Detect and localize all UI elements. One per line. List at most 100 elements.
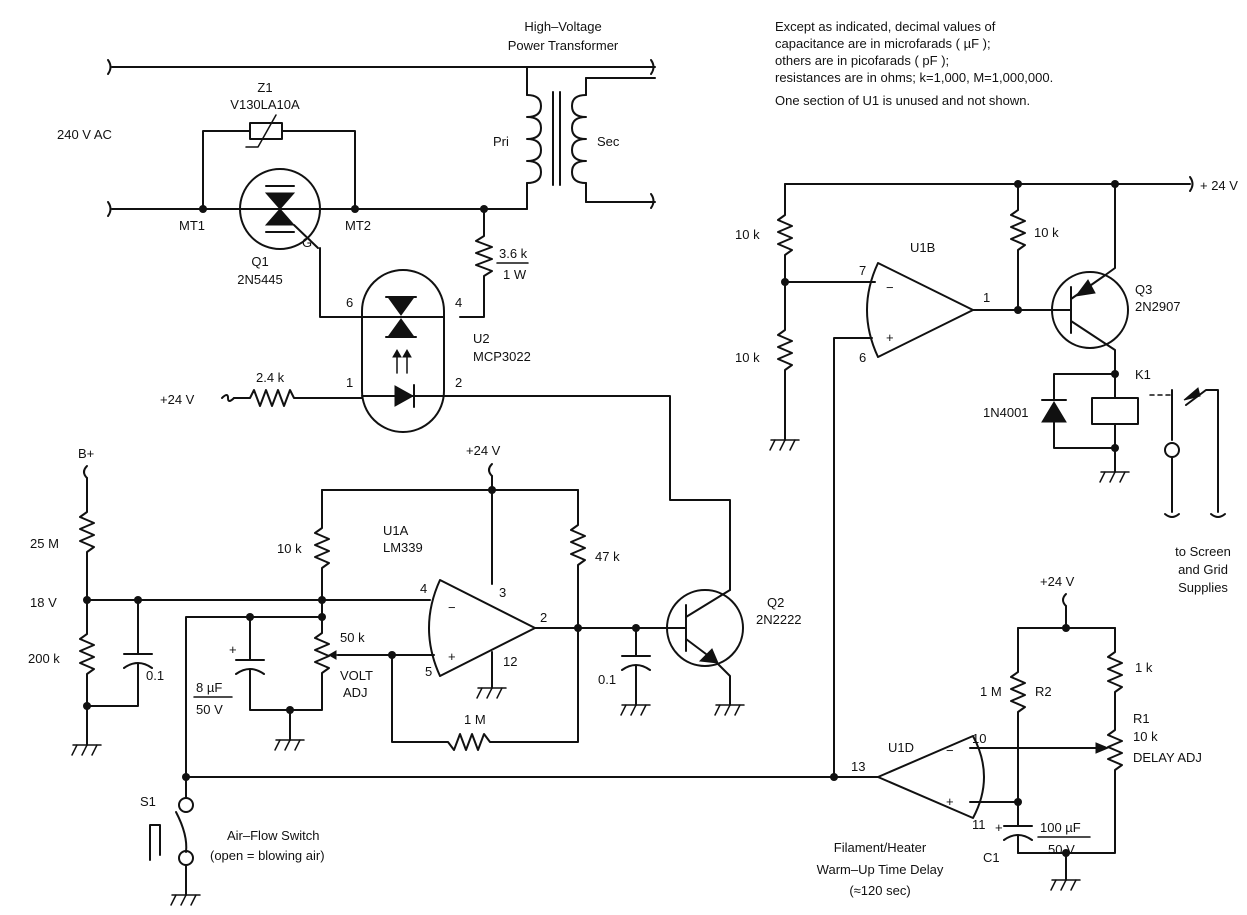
primary-winding [526,94,542,184]
c1-voltage: 50 V [1048,842,1075,857]
u1d-pin11: 11 [972,817,986,832]
resistor-10k-ref [314,489,330,601]
r10k-ref-label: 10 k [277,541,302,556]
c1-name: C1 [983,850,1000,865]
u1b-minus: − [886,280,894,295]
ground-icon [274,739,305,751]
resistor-r2-1m [1010,627,1026,803]
r-gate-power: 1 W [503,267,527,282]
r1-value: 10 k [1133,729,1158,744]
k1-label: K1 [1135,367,1151,382]
wire-break-mark [107,59,112,75]
s1-label-1: Air–Flow Switch [227,828,319,843]
r1k-label: 1 k [1135,660,1153,675]
u1b-section: + 24 V 10 k 10 k − + 7 6 1 U1B 10 k Q3 2… [735,176,1238,778]
triac-arrow [264,192,296,210]
resistor-3-6k [459,208,493,318]
u1a-pin4: 4 [420,581,427,596]
mt1-label: MT1 [179,218,205,233]
delay-note-1: Filament/Heater [834,840,927,855]
u2-pin2: 2 [455,375,462,390]
wire-break-mark [650,193,655,209]
r1-label: DELAY ADJ [1133,750,1202,765]
ground-icon [769,439,800,451]
u1b-pin1: 1 [983,290,990,305]
r200k-label: 200 k [28,651,60,666]
u1d-name: U1D [888,740,914,755]
q1-part: 2N5445 [237,272,283,287]
u1d-plus: + [946,794,954,809]
varistor-z1 [249,122,283,140]
sec-label: Sec [597,134,620,149]
switch-section: S1 Air–Flow Switch (open = blowing air) [140,616,879,906]
pot-label-1: VOLT [340,668,373,683]
c1-plus: + [995,820,1003,835]
plus-mark: + [229,642,237,657]
u2-name: U2 [473,331,490,346]
r1-name: R1 [1133,711,1150,726]
note-line-4: resistances are in ohms; k=1,000, M=1,00… [775,70,1054,85]
u1b-rpull-label: 10 k [1034,225,1059,240]
mt2-label: MT2 [345,218,371,233]
note-line-5: One section of U1 is unused and not show… [775,93,1031,108]
u2-part: MCP3022 [473,349,531,364]
r-led-value: 2.4 k [256,370,285,385]
pot-r1-10k [1017,711,1123,854]
u2-body [361,269,445,433]
u1d-section: +24 V 1 M R2 1 k R1 10 k DELAY ADJ − + U… [817,574,1202,898]
cap-out-label: 0.1 [598,672,616,687]
wire-break-mark [650,59,655,75]
diode-1n4001 [1041,401,1067,423]
resistor-10k-pullup [1010,183,1026,311]
u1a-pin2: 2 [540,610,547,625]
optocoupler-u2: 6 4 1 2 U2 MCP3022 +24 V 2.4 k [160,247,731,591]
u1a-minus: − [448,600,456,615]
pot-value: 50 k [340,630,365,645]
ground-icon [1050,879,1081,891]
resistor-10k-bottom [777,281,793,441]
u1b-rbot-label: 10 k [735,350,760,365]
s1-name: S1 [140,794,156,809]
transformer-title-1: High–Voltage [524,19,601,34]
relay-out-1: to Screen [1175,544,1231,559]
transistor-q2 [666,589,744,667]
gate-label: G [302,235,312,250]
resistor-47k [570,489,586,629]
u1b-supply-label: + 24 V [1200,178,1238,193]
u1b-name: U1B [910,240,935,255]
r2-name: R2 [1035,684,1052,699]
resistor-1k [1107,627,1123,713]
notes-block: Except as indicated, decimal values of c… [775,18,1215,109]
comparator-u1d [877,735,985,819]
note-line-3: others are in picofarads ( pF ); [775,53,950,68]
cap-8uf-value: 8 µF [196,680,222,695]
r25m-label: 25 M [30,536,59,551]
led-supply-label: +24 V [160,392,195,407]
c1-value: 100 µF [1040,820,1081,835]
u1d-pin10: 10 [972,731,986,746]
u1a-section: B+ 25 M 18 V 200 k 0.1 +24 V 10 k 50 k V [28,443,802,756]
resistor-1m-feedback [391,627,579,751]
note-line-2: capacitance are in microfarads ( µF ); [775,36,991,51]
q1-name: Q1 [251,254,268,269]
q3-part: 2N2907 [1135,299,1181,314]
diode-label: 1N4001 [983,405,1029,420]
switch-actuator [149,824,161,861]
mains-section: 240 V AC High–Voltage Power Transformer … [57,19,656,318]
q2-part: 2N2222 [756,612,802,627]
r47k-label: 47 k [595,549,620,564]
switch-contact [178,797,194,813]
u1a-pin5: 5 [425,664,432,679]
z1-part: V130LA10A [230,97,300,112]
u1a-pin12: 12 [503,654,517,669]
u1d-pin13: 13 [851,759,865,774]
resistor-2-4k [233,389,363,407]
relay-coil-k1 [1091,397,1139,425]
u1d-supply-label: +24 V [1040,574,1075,589]
u1a-plus: + [448,649,456,664]
q2-name: Q2 [767,595,784,610]
u2-pin6: 6 [346,295,353,310]
z1-name: Z1 [257,80,272,95]
comparator-u1a [428,579,536,677]
